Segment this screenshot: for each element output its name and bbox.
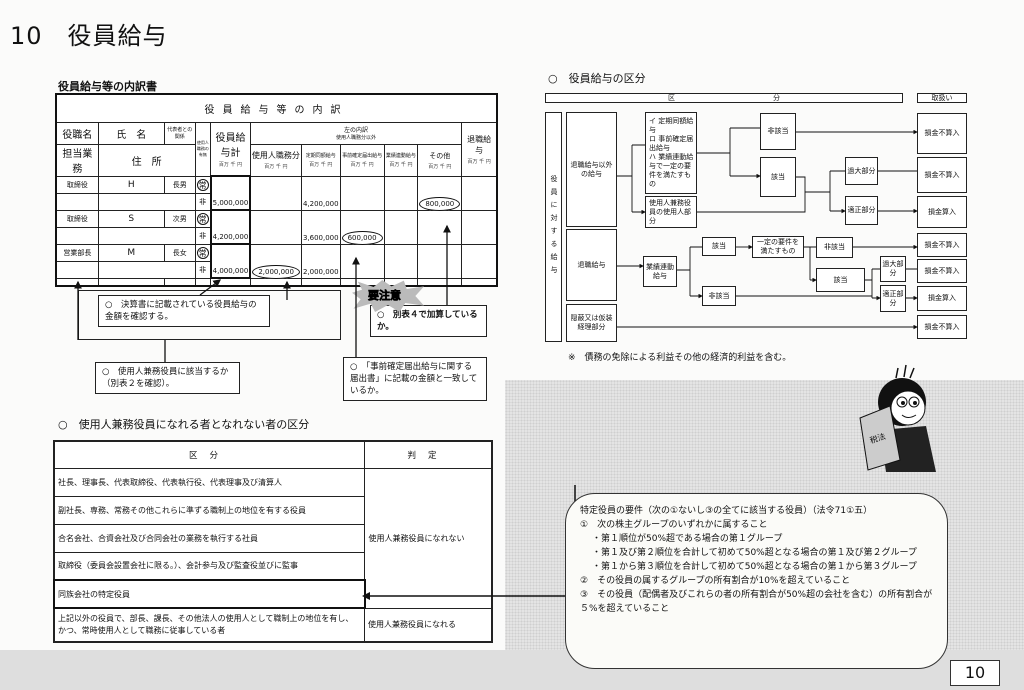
flow-heading: ○ 役員給与の区分 [548, 72, 646, 85]
callout-confirm-amount: ○ 決算書に記載されている役員給与の金額を確認する。 [98, 295, 270, 327]
requirement-line: ・第１及び第２順位を合計して初めて50%超となる場合の第１及び第２グループ [592, 548, 917, 558]
applicable-box-2: 該当 [702, 237, 736, 256]
header-judgment: 判定 [364, 440, 493, 469]
header-other: その他百万 千 円 [417, 143, 463, 177]
flow-footnote: ※ 債務の免除による利益その他の経済的利益を含む。 [568, 353, 792, 363]
retirement-box: 退職給与 [566, 229, 617, 301]
caution-label: 要注意 [368, 289, 402, 303]
treatment-3: 損金算入 [917, 196, 967, 228]
applicable-box-3: 該当 [816, 268, 865, 292]
requirement-line: ③ その役員（配偶者及びこれらの者の所有割合が50%超の会社を含む）の所有割合が… [580, 590, 933, 614]
table-title: 役員給与等の内訳 [55, 93, 498, 123]
flow-connectors [617, 127, 1024, 330]
page-number: 10 [950, 660, 1000, 686]
callout-schedule4: ○ 別表４で加算しているか。 [370, 305, 487, 337]
table-row: 副社長、専務、常務その他これらに準ずる職制上の地位を有する役員 [53, 495, 366, 525]
character-reading-book-illustration: 税法 [859, 364, 936, 472]
breakdown-table: 役員給与等の内訳 役職名 氏 名 代表者との関係 使用人職務の有無 役員給与計百… [55, 93, 498, 287]
retirement-value [461, 243, 498, 279]
performance-box: 業績連動給与 [643, 256, 677, 287]
treatment-5: 損金不算入 [917, 259, 967, 283]
svg-text:税法: 税法 [868, 431, 886, 445]
header-treatment: 取扱い [917, 93, 967, 103]
other-value [417, 209, 463, 245]
header-fixed: 定期同額給与百万 千 円 [300, 143, 341, 177]
officer-relation: 長女 [163, 243, 196, 262]
header-advance: 事前確定届出給与百万 千 円 [339, 143, 385, 177]
retirement-value [461, 175, 498, 211]
header-kubun-bar: 区 分 [545, 93, 903, 103]
judgment-can: 使用人兼務役員になれる [364, 607, 493, 643]
full-time-mark: 常 [194, 243, 212, 262]
classification-table: 区分判定 社長、理事長、代表取締役、代表執行役、代表理事及び清算人使用人兼務役員… [53, 440, 493, 643]
fixed-value: 3,600,000 [300, 209, 341, 245]
officer-row: 取締役 S 次男 常 4,200,000 3,600,000 600,000 [55, 209, 498, 245]
requirement-line: ① 次の株主グループのいずれかに属すること [580, 520, 768, 530]
total-value: 4,200,000 [209, 209, 252, 245]
applicable-box: 該当 [760, 157, 796, 197]
treatment-2: 損金不算入 [917, 157, 967, 193]
requirement-box: 一定の要件を満たすもの [752, 236, 804, 258]
total-value: 5,000,000 [209, 175, 252, 211]
performance-value [383, 243, 419, 279]
judgment-cannot: 使用人兼務役員になれない [364, 467, 493, 609]
requirements-title: 特定役員の要件（次の①ないし③の全てに該当する役員）（法令71①五） [580, 506, 873, 516]
non-retirement-box: 退職給与以外の給与 [566, 112, 617, 227]
employee-part-value: 2,000,000 [249, 243, 302, 279]
fixed-value: 2,000,000 [300, 243, 341, 279]
highlighted-amount: 2,000,000 [252, 264, 300, 279]
advance-value: 600,000 [339, 209, 385, 245]
header-employee-part: 使用人職務分百万 千 円 [249, 143, 302, 177]
total-value: 4,000,000 [209, 243, 252, 279]
callout-arrows [74, 224, 451, 362]
not-applicable-box-2: 非該当 [702, 286, 736, 306]
fixed-value: 4,200,000 [300, 175, 341, 211]
table-row: 上記以外の役員で、部長、課長、その他法人の使用人として職制上の地位を有し、かつ、… [53, 607, 366, 643]
treatment-6: 損金算入 [917, 286, 967, 311]
other-value [417, 243, 463, 279]
officer-row: 営業部長 M 長女 常 4,000,000 2,000,000 2,000,00… [55, 243, 498, 279]
officer-wage-label: 役員に対する給与 [545, 112, 562, 342]
highlighted-amount: 600,000 [341, 230, 383, 245]
highlighted-amount: 800,000 [419, 196, 461, 211]
excessive-box-2: 過大部分 [880, 256, 906, 282]
disguised-box: 隠蔽又は仮装経理部分 [566, 304, 617, 342]
callout-employee-officer: ○ 使用人兼務役員に該当するか（別表２を確認）。 [95, 362, 240, 394]
wage-types-box: イ 定期同額給与 ロ 事前確定届出給与 ハ 業績連動給与で一定の要件を満たすもの [645, 112, 697, 194]
requirement-line: ② その役員の属するグループの所有割合が10%を超えていること [580, 576, 851, 586]
table-row: 合名会社、合資会社及び合同会社の業務を執行する社員 [53, 523, 366, 553]
advance-value [339, 243, 385, 279]
page-title: 10 役員給与 [10, 22, 168, 50]
classification-heading: ○ 使用人兼務役員になれる者となれない者の区分 [58, 418, 310, 431]
table-row: 同族会社の特定役員 [53, 579, 366, 609]
specific-officer-requirements: 特定役員の要件（次の①ないし③の全てに該当する役員）（法令71①五） ① 次の株… [565, 493, 948, 669]
requirement-line: ・第１から第３順位を合計して初めて50%超となる場合の第１から第３グループ [592, 562, 917, 572]
performance-value [383, 209, 419, 245]
header-address: 住 所 [97, 143, 196, 177]
excessive-box: 過大部分 [845, 157, 878, 185]
table-row: 取締役（委員会設置会社に限る。）、会計参与及び監査役並びに監事 [53, 551, 366, 581]
breakdown-heading: 役員給与等の内訳書 [58, 80, 157, 93]
requirement-line: ・第１順位が50%超である場合の第１グループ [592, 534, 783, 544]
full-time-mark: 常 [194, 175, 212, 194]
not-applicable-box: 非該当 [760, 113, 796, 150]
treatment-7: 損金不算入 [917, 315, 967, 339]
employee-part-box: 使用人兼務役員の使用人部分 [645, 196, 697, 228]
proper-box: 適正部分 [845, 196, 878, 225]
specific-officer-arrow [362, 485, 576, 600]
callout-advance-notice: ○ 「事前確定届出給与に関する届出書」に記載の金額と一致しているか。 [343, 357, 487, 401]
retirement-value [461, 209, 498, 245]
header-kubun: 区分 [53, 440, 366, 469]
table-row: 社長、理事長、代表取締役、代表執行役、代表理事及び清算人 [53, 467, 366, 497]
not-applicable-box-3: 非該当 [816, 237, 853, 258]
